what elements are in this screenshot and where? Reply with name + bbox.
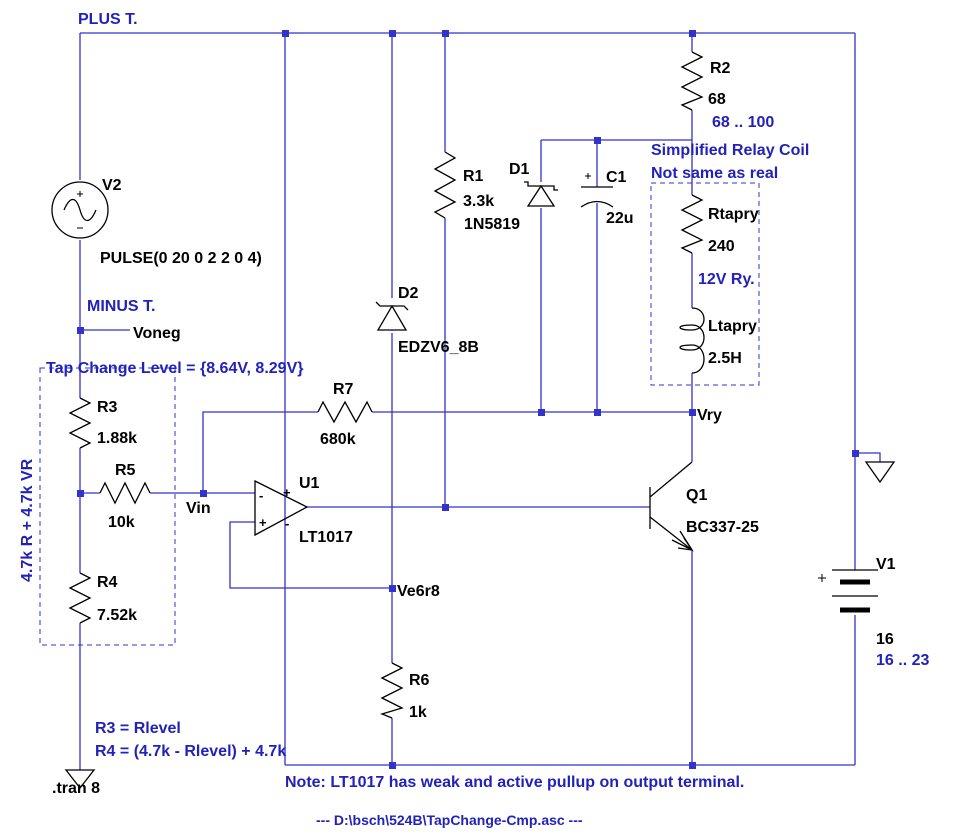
r3-value: 1.88k [97,430,137,447]
relay-type: 12V Ry. [698,271,755,288]
u1-in-plus-mark: + [259,515,267,530]
d2-zener-symbol [375,301,409,331]
c1-value: 22u [606,210,634,227]
ltapry-name: Ltapry [708,318,757,335]
u1-minus-pin: - [285,516,289,531]
ground-symbol-left [64,769,96,790]
u1-in-minus-mark: - [259,488,263,503]
tran-directive: .tran 8 [52,780,100,797]
r7-value: 680k [320,431,356,448]
net-ve6r8-label: Ve6r8 [397,583,440,600]
r4-name: R4 [97,574,118,591]
c1-name: C1 [606,169,627,186]
v1-value: 16 [876,631,894,648]
v1-range: 16 .. 23 [876,652,929,669]
r1-name: R1 [463,168,484,185]
d1-value: 1N5819 [464,216,520,233]
ltapry-value: 2.5H [708,350,742,367]
net-plus-label: PLUS T. [78,11,138,28]
v2-source-symbol [51,181,109,239]
v2-value: PULSE(0 20 0 2 2 0 4) [100,250,262,267]
q1-name: Q1 [686,487,707,504]
r2-name: R2 [710,60,731,77]
r2-resistor-symbol [680,51,704,111]
r7-resistor-symbol [317,400,373,424]
q1-npn-symbol [649,461,694,552]
r3-equation: R3 = Rlevel [95,720,181,737]
q1-value: BC337-25 [686,519,759,536]
r6-value: 1k [409,704,427,721]
r3-name: R3 [97,399,118,416]
relay-subtitle: Not same as real [651,165,778,182]
lt1017-note: Note: LT1017 has weak and active pullup … [285,774,744,791]
ltapry-inductor-symbol [679,307,705,374]
relay-coil-box [650,182,760,386]
r5-resistor-symbol [99,481,151,505]
r5-value: 10k [108,514,135,531]
v2-name: V2 [102,177,122,194]
r6-name: R6 [409,672,430,689]
r5-name: R5 [115,462,136,479]
d1-schottky-symbol [524,181,558,207]
net-minus-label: MINUS T. [87,298,155,315]
u1-plus-pin: + [283,485,291,500]
d2-name: D2 [398,285,419,302]
net-vin-label: Vin [186,500,211,517]
r2-value: 68 [708,91,726,108]
vr-note: 4.7k R + 4.7k VR [19,458,36,582]
r4-equation: R4 = (4.7k - Rlevel) + 4.7k [95,743,286,760]
file-path-footer: --- D:\bsch\524B\TapChange-Cmp.asc --- [316,812,583,828]
relay-title: Simplified Relay Coil [651,142,809,159]
rtapry-resistor-symbol [680,194,704,254]
net-voneg-label: Voneg [133,325,181,342]
v1-battery-symbol [818,569,878,613]
wires [79,32,881,770]
v1-name: V1 [876,556,896,573]
u1-opamp-symbol [254,479,309,537]
r4-value: 7.52k [97,607,137,624]
u1-name: U1 [299,475,320,492]
rtapry-name: Rtapry [708,206,759,223]
rtapry-value: 240 [708,238,735,255]
junction-dots [77,30,859,769]
c1-capacitor-symbol [580,173,614,208]
r3-resistor-symbol [68,397,92,449]
r1-resistor-symbol [433,151,457,219]
r2-range: 68 .. 100 [712,114,774,131]
d2-value: EDZV6_8B [398,339,479,356]
ground-symbol-right [864,461,896,484]
r1-value: 3.3k [463,193,494,210]
vr-box [39,367,176,646]
tap-change-level: Tap Change Level = {8.64V, 8.29V} [46,360,303,377]
net-vry-label: Vry [697,407,722,424]
r4-resistor-symbol [68,572,92,624]
r6-resistor-symbol [380,662,404,719]
u1-value: LT1017 [299,529,353,546]
d1-name: D1 [509,161,530,178]
labels: PLUS T. MINUS T. Voneg Vin Vry Ve6r8 V2 … [19,11,929,828]
r7-name: R7 [333,381,354,398]
